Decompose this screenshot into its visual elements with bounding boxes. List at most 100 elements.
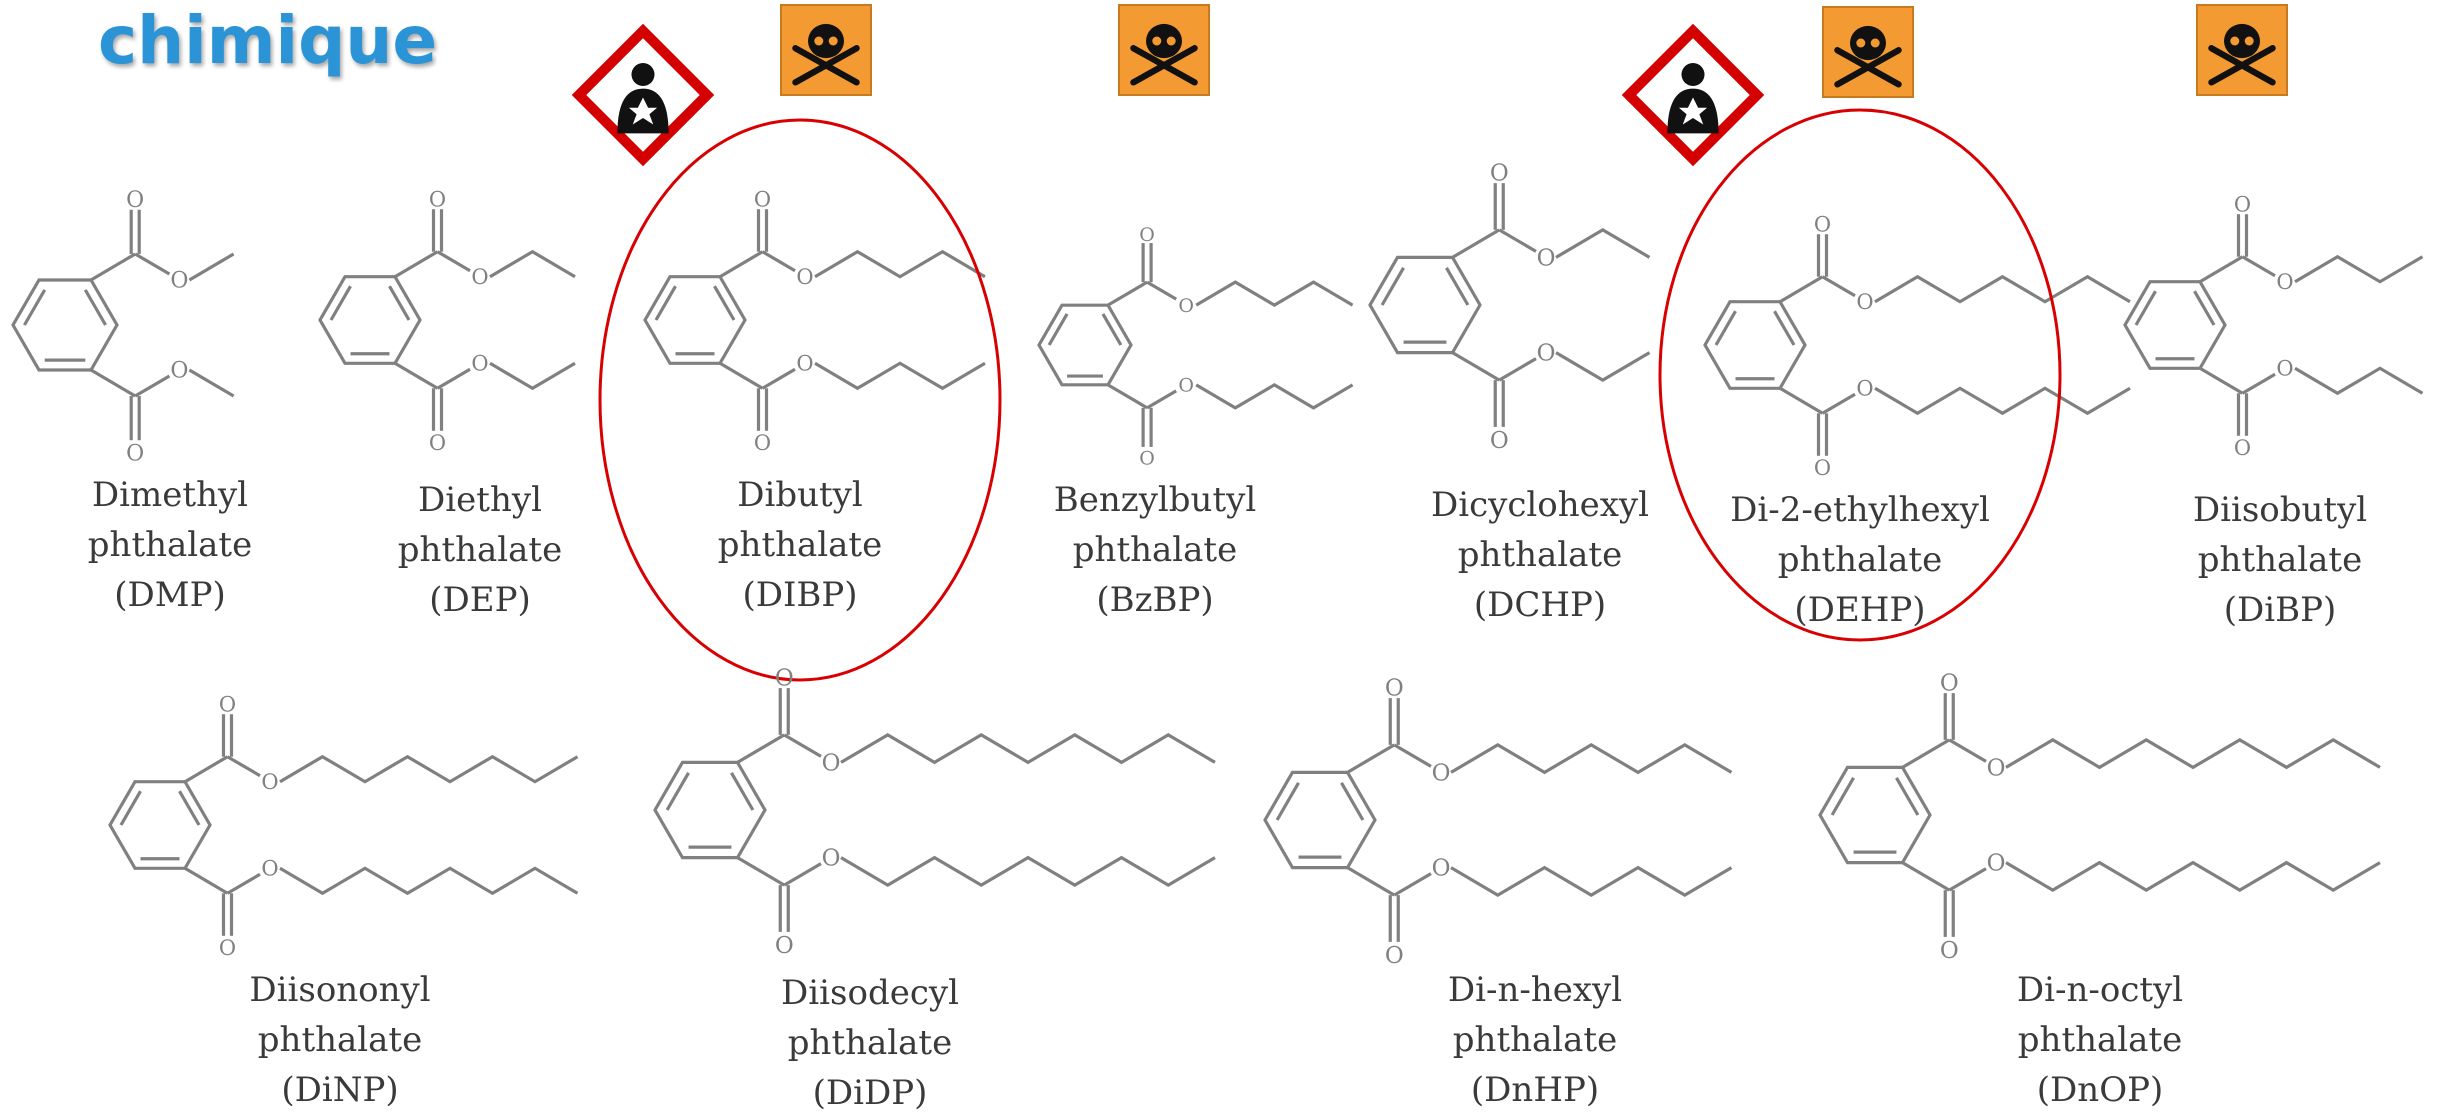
svg-text:O: O [2276,270,2293,294]
compound-name-line: Di-2-ethylhexyl [1730,490,1990,530]
svg-text:O: O [2234,193,2251,217]
structure-dinp: O O O O [108,693,579,960]
structure-didp: O O O O [653,665,1216,959]
compound-name-line: (DIBP) [742,575,858,615]
svg-text:O: O [796,265,813,289]
compound-name-line: phthalate [1457,535,1623,575]
svg-text:O: O [1385,943,1404,969]
compound-name-line: phthalate [2197,540,2363,580]
svg-text:O: O [822,846,841,872]
compound-name-line: phthalate [787,1023,953,1063]
svg-text:O: O [1940,938,1959,964]
svg-text:O: O [1139,224,1155,246]
svg-text:O: O [170,359,188,384]
structure-dibp2: O O O O [2123,193,2424,460]
compound-label-didp: Diisodecyl phthalate (DiDP) [710,968,1030,1118]
svg-text:O: O [754,431,771,455]
compound-name-line: (DMP) [114,575,226,615]
skull-crossbones-icon [1822,6,1914,98]
compound-label-dibp1: Dibutyl phthalate (DIBP) [640,470,960,620]
compound-label-bzbp: Benzylbutyl phthalate (BzBP) [995,475,1315,625]
svg-text:O: O [1139,447,1155,469]
svg-text:O: O [2234,436,2251,460]
compound-name-line: Dibutyl [737,475,863,515]
svg-text:O: O [126,188,144,213]
svg-text:O: O [1856,290,1873,314]
compound-name-line: (DiBP) [2223,590,2337,630]
highlight-ellipse-dehp [1658,108,2062,642]
compound-name-line: phthalate [1777,540,1943,580]
svg-text:O: O [822,750,841,776]
compound-name-line: (DnHP) [1470,1070,1600,1110]
svg-text:O: O [1490,428,1509,454]
compound-name-line: phthalate [87,525,253,565]
compound-name-line: (BzBP) [1096,580,1214,620]
highlight-ellipse-dibp1 [598,118,1002,682]
svg-text:O: O [261,857,278,881]
compound-name-line: (DnOP) [2036,1070,2164,1110]
compound-name-line: (DiDP) [812,1073,928,1113]
compound-name-line: Diethyl [418,480,542,520]
svg-text:O: O [796,352,813,376]
svg-text:O: O [2276,357,2293,381]
svg-text:O: O [1987,755,2006,781]
compound-name-line: phthalate [717,525,883,565]
page-title: chimique [98,2,438,79]
compound-name-line: Dimethyl [91,475,249,515]
health-hazard-icon [1621,23,1765,167]
compound-name-line: Benzylbutyl [1053,480,1257,520]
svg-text:O: O [754,188,771,212]
svg-text:O: O [471,352,488,376]
structure-dep: O O O O [318,188,576,455]
svg-text:O: O [1537,341,1556,367]
svg-text:O: O [1432,760,1451,786]
health-hazard-icon [571,23,715,167]
compound-label-dehp: Di-2-ethylhexyl phthalate (DEHP) [1700,485,2020,635]
compound-label-dibp2: Diisobutyl phthalate (DiBP) [2120,485,2440,635]
compound-name-line: phthalate [397,530,563,570]
structure-dmp: O O O O [11,188,235,466]
compound-name-line: phthalate [2017,1020,2183,1060]
svg-text:O: O [170,269,188,294]
svg-text:O: O [1537,245,1556,271]
compound-name-line: Diisodecyl [781,973,959,1013]
svg-text:O: O [219,693,236,717]
compound-name-line: phthalate [1072,530,1238,570]
svg-text:O: O [1814,213,1831,237]
svg-text:O: O [429,188,446,212]
compound-name-line: Diisobutyl [2192,490,2368,530]
compound-name-line: (DEP) [429,580,531,620]
svg-text:O: O [775,933,794,959]
compound-name-line: phthalate [257,1020,423,1060]
svg-text:O: O [261,770,278,794]
compound-name-line: (DiNP) [281,1070,399,1110]
svg-text:O: O [1432,856,1451,882]
svg-text:O: O [1814,456,1831,480]
compound-name-line: (DCHP) [1473,585,1607,625]
skull-crossbones-icon [2196,4,2288,96]
compound-name-line: Dicyclohexyl [1430,485,1650,525]
svg-text:O: O [429,431,446,455]
svg-text:O: O [126,441,144,466]
compound-name-line: Diisononyl [249,970,431,1010]
compound-label-dnop: Di-n-octyl phthalate (DnOP) [1940,965,2260,1115]
svg-text:O: O [1178,295,1194,317]
svg-text:O: O [471,265,488,289]
compound-name-line: phthalate [1452,1020,1618,1060]
svg-text:O: O [1856,377,1873,401]
skull-crossbones-icon [1118,4,1210,96]
compound-name-line: (DEHP) [1794,590,1926,630]
skull-crossbones-icon [780,4,872,96]
compound-name-line: Di-n-octyl [2016,970,2184,1010]
svg-text:O: O [1178,374,1194,396]
structure-bzbp: O O O O [1037,224,1354,469]
structure-dibp1: O O O O [643,188,986,455]
svg-text:O: O [775,665,794,691]
svg-text:O: O [1987,851,2006,877]
svg-text:O: O [219,936,236,960]
